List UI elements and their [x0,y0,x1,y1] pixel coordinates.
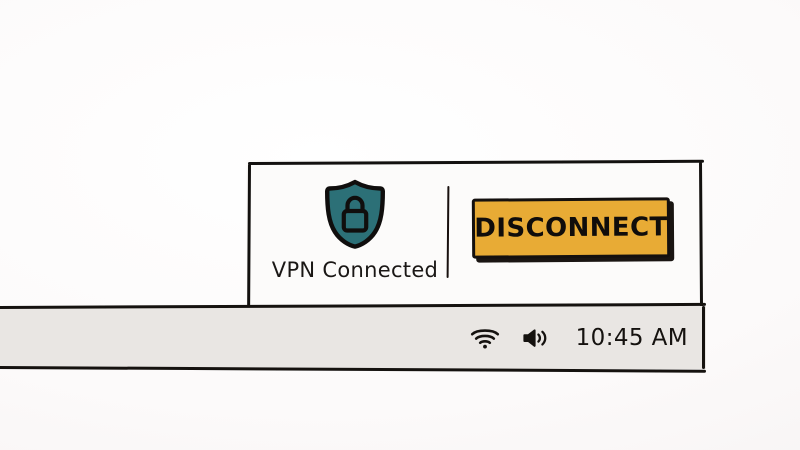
taskbar-clock[interactable]: 10:45 AM [575,324,688,351]
taskbar: 10:45 AM [0,302,706,373]
disconnect-button[interactable]: DISCONNECT [471,197,671,259]
disconnect-button-label: DISCONNECT [474,212,668,244]
vpn-popup-window: VPN Connected DISCONNECT [246,159,705,309]
vertical-divider [446,185,450,279]
shield-lock-icon [322,178,388,250]
volume-icon[interactable] [522,326,552,350]
system-tray: 10:45 AM [470,306,688,369]
vpn-status-label: VPN Connected [271,258,439,282]
window-border-left [247,163,251,309]
window-border-top [247,159,705,165]
taskbar-border-right [702,306,705,369]
window-border-right [699,161,704,309]
wifi-icon[interactable] [470,326,500,350]
vpn-status-group: VPN Connected [264,176,446,292]
